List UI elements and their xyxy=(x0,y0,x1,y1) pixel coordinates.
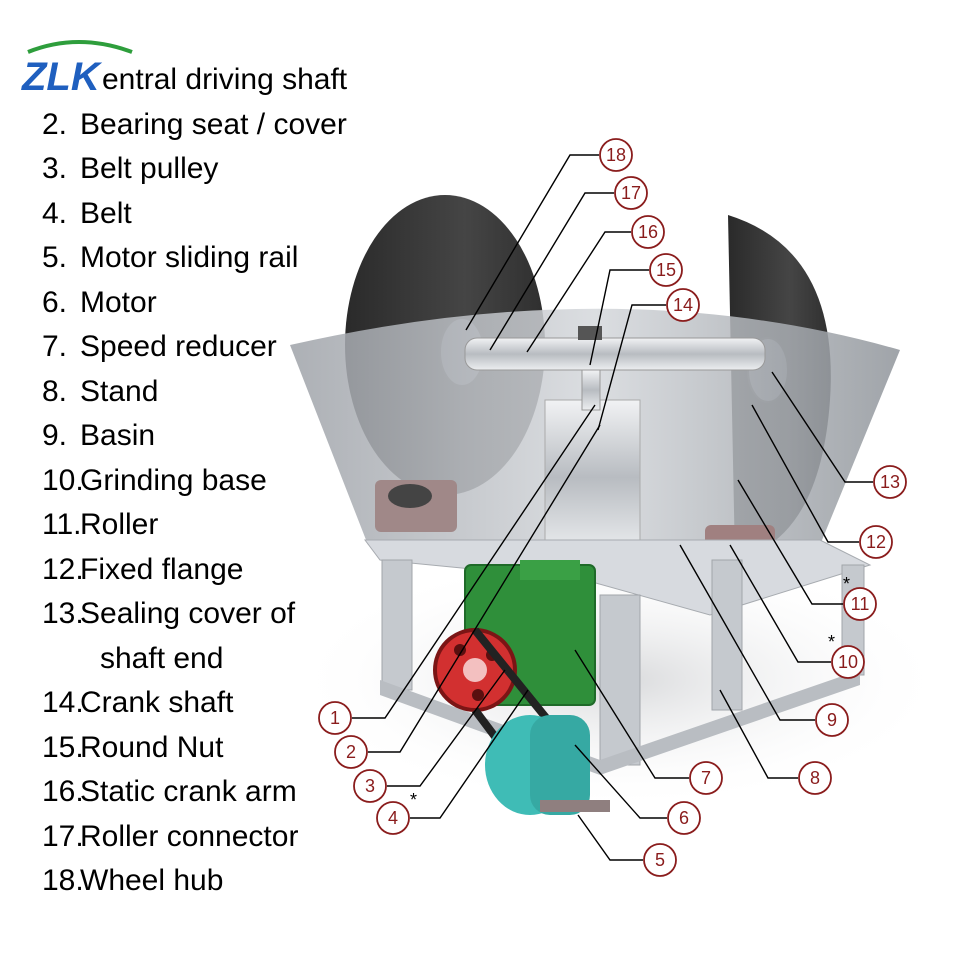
list-item: 11.Roller xyxy=(42,508,159,541)
callout-circle xyxy=(334,735,368,769)
leader-line xyxy=(679,544,815,721)
leader-line xyxy=(577,814,643,861)
callout-number: 18 xyxy=(606,145,626,165)
callout-circle xyxy=(859,525,893,559)
callout-circle xyxy=(353,769,387,803)
parts-list: entral driving shaft 2.Bearing seat / co… xyxy=(42,58,347,904)
callout-number: 14 xyxy=(673,295,693,315)
list-item: 5.Motor sliding rail xyxy=(42,241,299,274)
list-item: 8.Stand xyxy=(42,374,159,408)
list-item: 13.Sealing cover of shaft end xyxy=(42,592,347,681)
callout-number: 1 xyxy=(330,708,340,728)
zlk-logo: ZLK xyxy=(21,40,133,98)
callout-number: 7 xyxy=(701,768,711,788)
leader-line xyxy=(489,192,614,351)
callout-circle xyxy=(318,701,352,735)
leader-line xyxy=(387,669,506,787)
part-label: entral driving shaft xyxy=(102,63,348,96)
motor-sliding-rail xyxy=(540,800,610,812)
leader-line xyxy=(526,231,631,353)
callout-circle xyxy=(831,645,865,679)
stand-leg xyxy=(599,594,641,766)
leader-line xyxy=(574,744,667,819)
leader-line xyxy=(352,404,596,719)
list-item: 15.Round Nut xyxy=(42,730,224,764)
list-item: 16.Static crank arm xyxy=(42,775,297,808)
callout-circle xyxy=(631,215,665,249)
leader-line xyxy=(737,479,843,605)
leader-line xyxy=(574,649,689,779)
list-item: 4.Belt xyxy=(42,196,132,230)
list-item: 9.Basin xyxy=(42,419,156,452)
wear-part-mark: * xyxy=(410,790,417,810)
leader-line xyxy=(410,689,529,819)
callout-circle xyxy=(798,761,832,795)
leader-line xyxy=(719,689,798,779)
callout-number: 13 xyxy=(880,472,900,492)
callout-circle xyxy=(649,253,683,287)
callout-circle xyxy=(599,138,633,172)
callout-number: 8 xyxy=(810,768,820,788)
list-item: 3.Belt pulley xyxy=(42,152,219,185)
leader-line xyxy=(729,544,831,663)
list-item: 2.Bearing seat / cover xyxy=(42,107,347,141)
list-item: 10.Grinding base xyxy=(42,463,267,497)
leader-line xyxy=(771,371,873,483)
callout-circle xyxy=(667,801,701,835)
leader-line xyxy=(597,304,666,431)
callout-circle xyxy=(843,587,877,621)
wear-part-mark: * xyxy=(843,574,850,594)
stand-leg xyxy=(381,559,413,691)
list-item: 12.Fixed flange xyxy=(42,552,244,586)
callout-number: 2 xyxy=(346,742,356,762)
callout-number: 15 xyxy=(656,260,676,280)
list-item: 14.Crank shaft xyxy=(42,686,234,719)
stand-base xyxy=(380,670,860,775)
callout-number: 9 xyxy=(827,710,837,730)
list-item: 18.Wheel hub xyxy=(42,864,224,897)
callout-number: 10 xyxy=(838,652,858,672)
list-item: 6.Motor xyxy=(42,285,157,319)
list-item: entral driving shaft xyxy=(42,58,347,103)
callout-number: 3 xyxy=(365,776,375,796)
wear-part-mark: * xyxy=(828,632,835,652)
leader-line xyxy=(751,404,859,543)
callout-circle xyxy=(873,465,907,499)
callout-circle xyxy=(689,761,723,795)
leader-line xyxy=(368,424,601,753)
callout-circle xyxy=(815,703,849,737)
leader-line xyxy=(465,154,599,331)
callout-number: 17 xyxy=(621,183,641,203)
part-label-continued: shaft end xyxy=(100,641,224,675)
stand-leg xyxy=(711,559,743,711)
callout-circle xyxy=(666,288,700,322)
callout-number: 6 xyxy=(679,808,689,828)
callout-number: 5 xyxy=(655,850,665,870)
callout-circle xyxy=(614,176,648,210)
leader-line xyxy=(589,269,649,366)
callout-number: 4 xyxy=(388,808,398,828)
callout-number: 11 xyxy=(851,594,870,614)
callout-number: 12 xyxy=(866,532,886,552)
logo-text: ZLK xyxy=(21,55,103,98)
callout-circle xyxy=(376,801,410,835)
callout-circle xyxy=(643,843,677,877)
list-item: 7.Speed reducer xyxy=(42,330,277,363)
callout-number: 16 xyxy=(638,222,658,242)
list-item: 17.Roller connector xyxy=(42,819,299,853)
